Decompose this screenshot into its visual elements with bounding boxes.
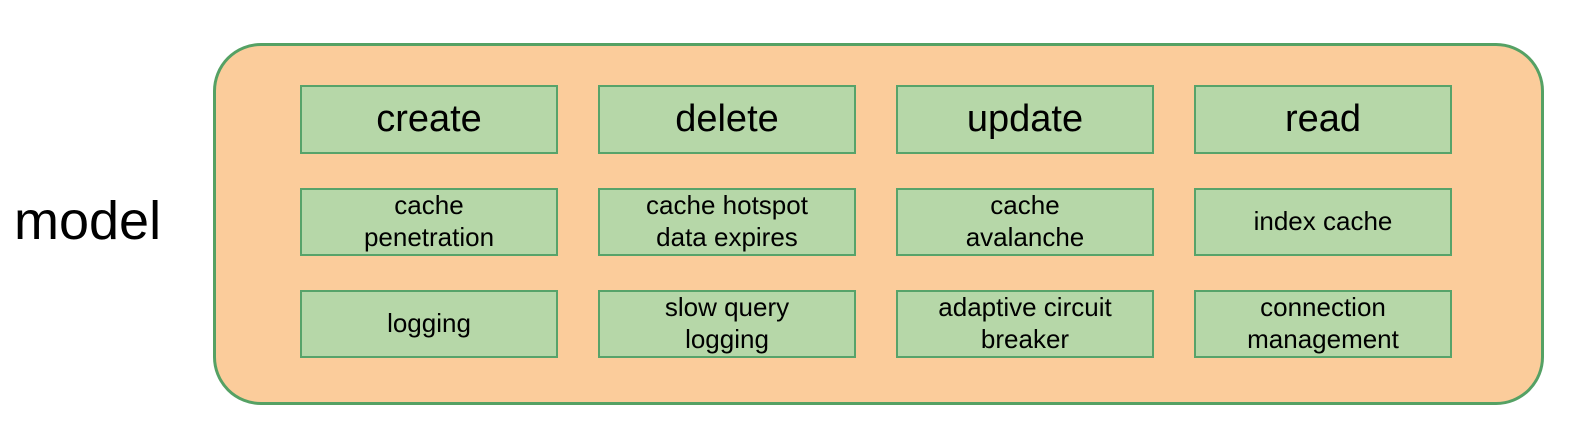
model-label: model (14, 191, 162, 251)
box-logging: logging (300, 290, 558, 358)
box-connection-management-label: connection management (1247, 292, 1399, 354)
box-create: create (300, 85, 558, 154)
box-adaptive-circuit-breaker: adaptive circuit breaker (896, 290, 1154, 358)
box-read: read (1194, 85, 1452, 154)
box-delete: delete (598, 85, 856, 154)
box-update-label: update (966, 98, 1084, 141)
box-index-cache: index cache (1194, 188, 1452, 256)
box-read-label: read (1284, 98, 1362, 141)
box-cache-avalanche: cache avalanche (896, 188, 1154, 256)
box-delete-label: delete (675, 98, 779, 141)
box-create-label: create (376, 98, 482, 141)
box-adaptive-circuit-breaker-label: adaptive circuit breaker (938, 292, 1112, 354)
box-update: update (896, 85, 1154, 154)
box-connection-management: connection management (1194, 290, 1452, 358)
box-cache-hotspot-data-expires: cache hotspot data expires (598, 188, 856, 256)
box-index-cache-label: index cache (1253, 206, 1393, 237)
feature-grid: create delete update read cache penetrat… (300, 85, 1452, 358)
box-cache-penetration: cache penetration (300, 188, 558, 256)
box-cache-penetration-label: cache penetration (363, 190, 495, 252)
box-slow-query-logging-label: slow query logging (664, 292, 790, 354)
box-cache-avalanche-label: cache avalanche (965, 190, 1085, 252)
box-logging-label: logging (387, 308, 471, 339)
model-container: create delete update read cache penetrat… (213, 43, 1544, 405)
box-cache-hotspot-data-expires-label: cache hotspot data expires (646, 190, 808, 252)
box-slow-query-logging: slow query logging (598, 290, 856, 358)
